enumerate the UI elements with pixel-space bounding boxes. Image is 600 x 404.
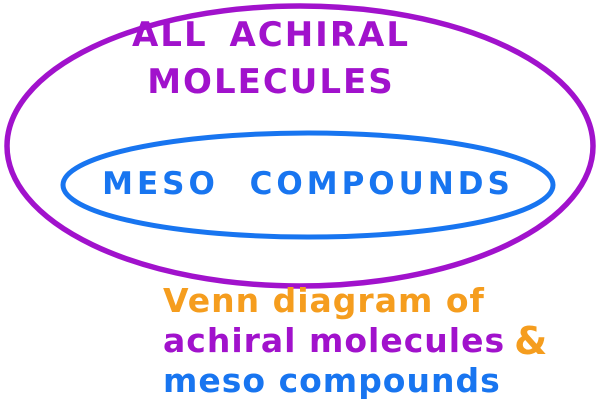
outer-set-label-line2: MOLECULES <box>147 62 395 102</box>
caption-line-2: achiral molecules& <box>163 321 548 361</box>
outer-set-ellipse <box>4 3 596 289</box>
caption-achiral-text: achiral molecules <box>163 321 506 360</box>
outer-set-label-line1: ALL ACHIRAL <box>131 15 410 55</box>
inner-set-label: MESO COMPOUNDS <box>102 166 514 202</box>
caption-line-3: meso compounds <box>163 361 501 400</box>
outer-set-label: ALL ACHIRAL MOLECULES <box>95 12 447 106</box>
caption: Venn diagram of achiral molecules& meso … <box>163 281 548 401</box>
caption-ampersand: & <box>514 319 549 363</box>
caption-line-1: Venn diagram of <box>163 281 485 320</box>
inner-set-ellipse <box>60 130 556 240</box>
